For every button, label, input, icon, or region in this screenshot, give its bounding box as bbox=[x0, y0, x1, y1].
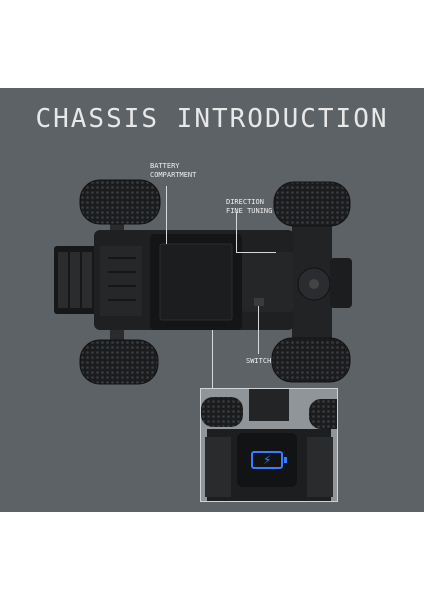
direction-leader-line-horizontal bbox=[236, 252, 276, 253]
inset-leader-line bbox=[212, 330, 213, 388]
power-switch bbox=[254, 298, 264, 306]
battery-closeup-inset: ⚡ bbox=[200, 388, 338, 502]
battery-charging-icon: ⚡ bbox=[251, 451, 287, 469]
page-title: CHASSIS INTRODUCTION bbox=[35, 104, 389, 134]
switch-leader-line bbox=[258, 306, 259, 354]
closeup-illustration bbox=[201, 389, 337, 501]
wheel-rear-left bbox=[79, 179, 161, 225]
direction-leader-line bbox=[236, 212, 237, 252]
direction-fine-tuning-label: DIRECTION FINE TUNING bbox=[226, 198, 273, 215]
wheel-front-right bbox=[271, 337, 351, 383]
switch-label: SWITCH bbox=[246, 357, 272, 365]
battery-leader-line bbox=[166, 186, 167, 244]
rear-bumper bbox=[54, 246, 100, 314]
wheel-front-left bbox=[273, 181, 351, 227]
steering-assembly bbox=[242, 252, 352, 312]
wheel-rear-right bbox=[79, 339, 159, 385]
battery-compartment-label: BATTERY COMPARTMENT bbox=[150, 162, 197, 179]
